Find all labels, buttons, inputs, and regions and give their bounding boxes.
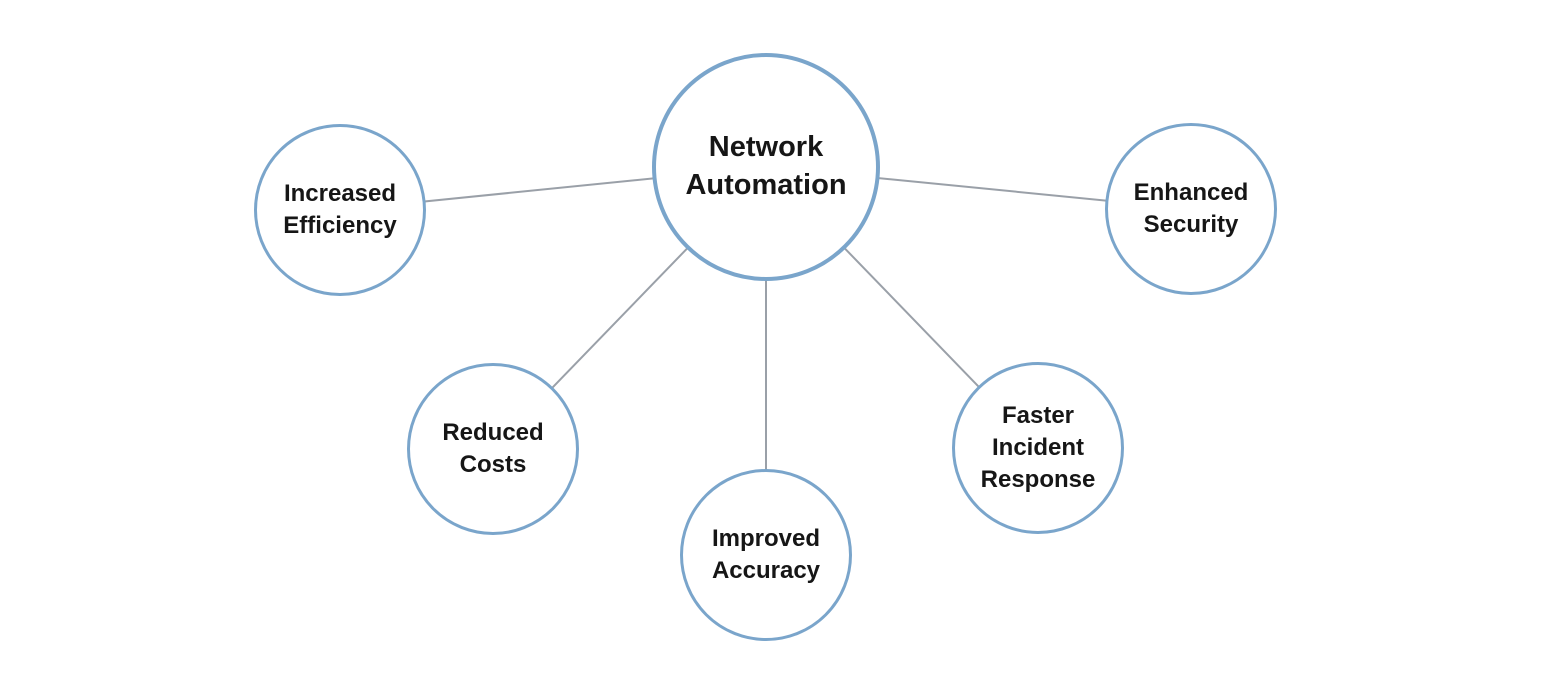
node-reduced-costs: Reduced Costs xyxy=(407,363,579,535)
node-faster-incident-response-label: Faster Incident Response xyxy=(980,402,1096,493)
node-reduced-costs-label: Reduced Costs xyxy=(442,419,544,478)
node-network-automation: Network Automation xyxy=(652,53,880,281)
node-improved-accuracy: Improved Accuracy xyxy=(680,469,852,641)
node-network-automation-label: Network Automation xyxy=(685,131,847,201)
node-increased-efficiency-label: Increased Efficiency xyxy=(283,180,397,239)
node-improved-accuracy-label: Improved Accuracy xyxy=(711,525,821,584)
node-enhanced-security: Enhanced Security xyxy=(1105,123,1277,295)
node-increased-efficiency: Increased Efficiency xyxy=(254,124,426,296)
node-enhanced-security-label: Enhanced Security xyxy=(1133,179,1249,238)
node-faster-incident-response: Faster Incident Response xyxy=(952,362,1124,534)
